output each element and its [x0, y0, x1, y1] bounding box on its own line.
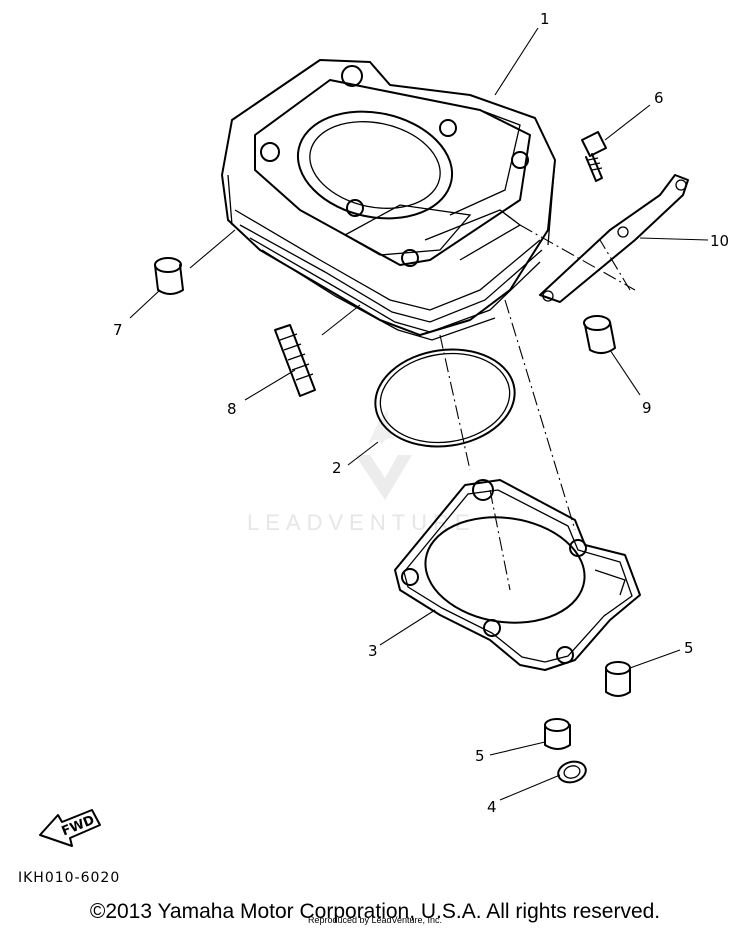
dowel-pin-9-part	[583, 315, 616, 354]
callout-3: 3	[368, 642, 378, 660]
callout-8: 8	[227, 400, 237, 418]
cylinder-part	[221, 59, 556, 341]
stud-8-part	[274, 324, 316, 397]
cylinder-gasket-part	[394, 479, 641, 671]
callout-5-upper: 5	[684, 639, 694, 657]
centerline-4	[519, 224, 636, 291]
callout-7: 7	[113, 321, 123, 339]
callout-10: 10	[710, 232, 729, 250]
callout-9: 9	[642, 399, 652, 417]
leadventure-watermark: LEADVENTURE	[247, 410, 476, 535]
callout-6: 6	[654, 89, 664, 107]
dowel-pin-upper-part	[605, 661, 631, 697]
callout-2: 2	[332, 459, 342, 477]
reproduced-notice: Reproduced by LeadVenture, Inc.	[307, 915, 443, 925]
centerline-2	[489, 489, 511, 591]
o-ring-part	[374, 348, 516, 448]
callout-1: 1	[540, 10, 550, 28]
centerline-3	[504, 299, 576, 531]
drawing-code: IKH010-6020	[18, 870, 120, 886]
centerline-5	[599, 239, 631, 291]
washer-part	[557, 760, 587, 784]
bolt-part	[581, 131, 607, 182]
bracket-part	[539, 174, 689, 303]
callout-4: 4	[487, 798, 497, 816]
dowel-pin-7-part	[154, 257, 184, 295]
watermark-text: LEADVENTURE	[247, 510, 476, 535]
copyright-notice: ©2013 Yamaha Motor Corporation, U.S.A. A…	[89, 900, 661, 923]
callout-5-lower: 5	[475, 747, 485, 765]
leader-lines	[129, 27, 709, 801]
dowel-pin-lower-part	[544, 718, 571, 750]
centerline-1	[439, 334, 471, 471]
fwd-arrow-icon: FWD	[39, 809, 101, 847]
